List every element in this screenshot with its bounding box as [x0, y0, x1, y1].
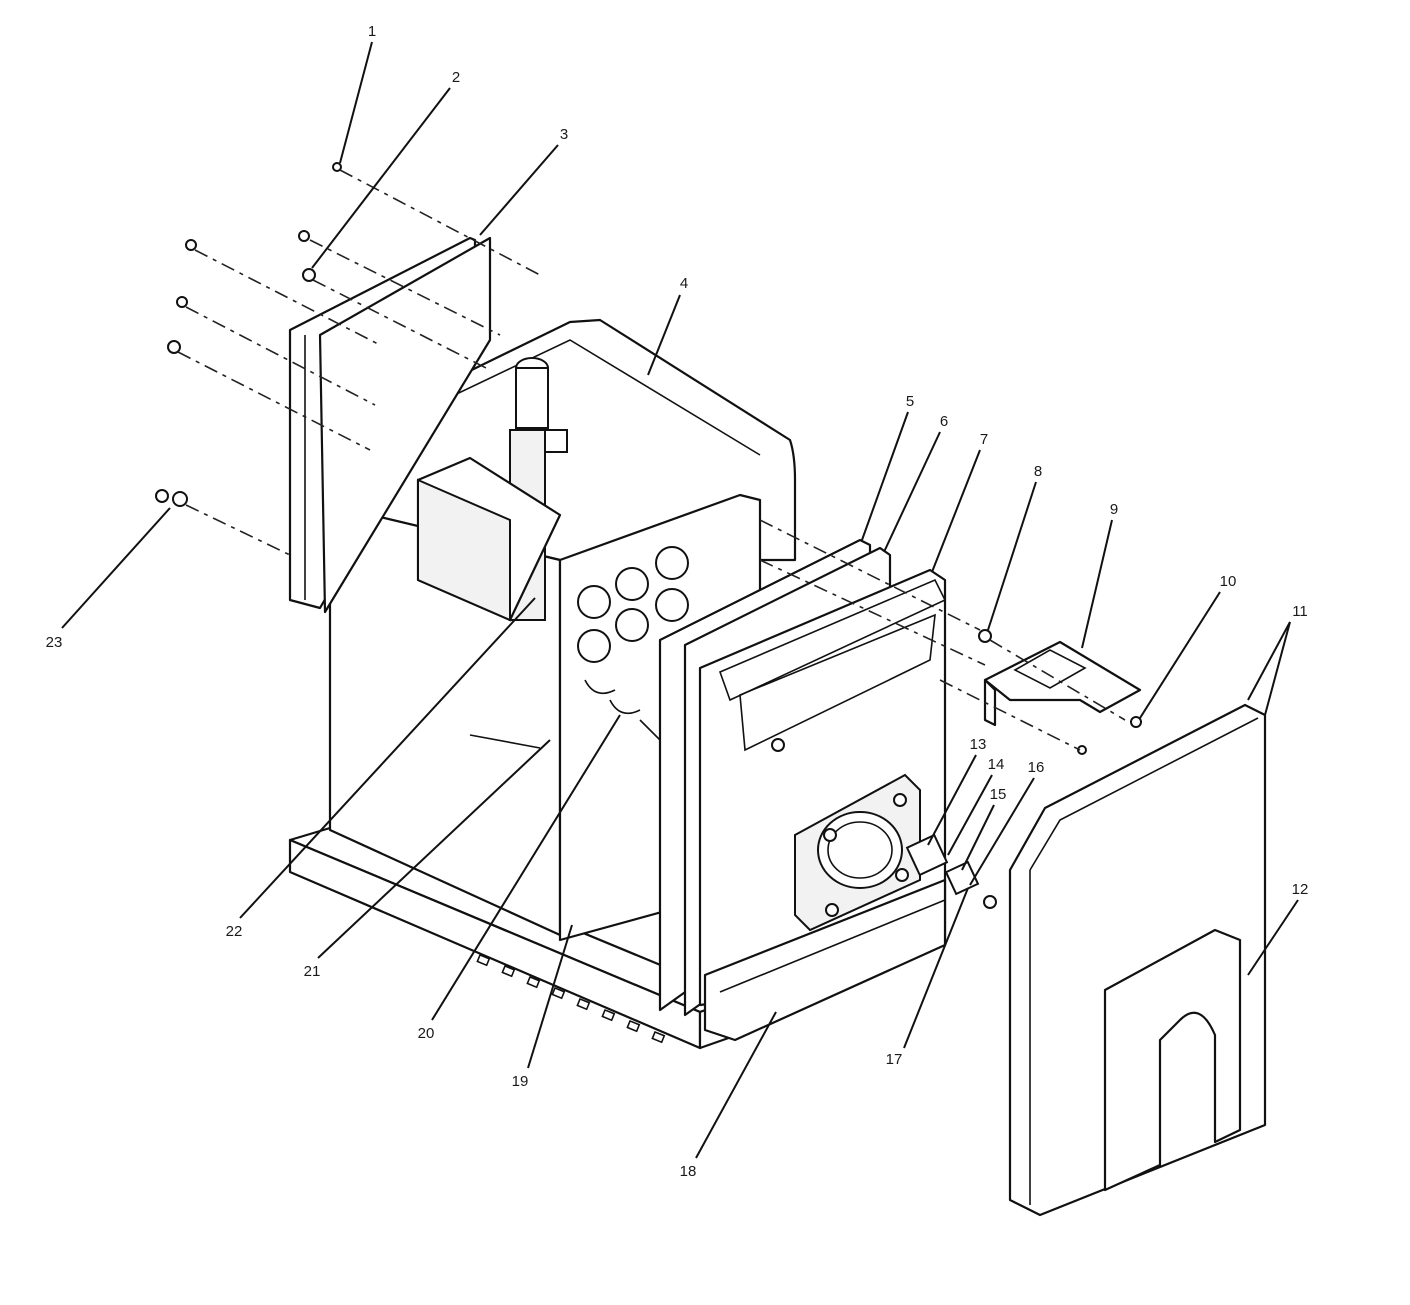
callout-4: 4 [680, 275, 688, 292]
callout-15: 15 [990, 786, 1007, 803]
bottom-front-rail [703, 878, 947, 1042]
callout-2: 2 [452, 69, 460, 86]
callout-9: 9 [1110, 501, 1118, 518]
burner-mounting-plate [794, 773, 921, 932]
outer-jacket-panel [1008, 703, 1267, 1217]
rear-side-panel [288, 236, 492, 614]
port-openings [577, 546, 689, 663]
callout-11: 11 [1292, 603, 1308, 620]
leader-lines [61, 41, 1299, 1159]
callout-21: 21 [304, 963, 321, 980]
boiler-body [328, 318, 797, 937]
top-bracket [983, 640, 1142, 727]
callout-17: 17 [886, 1051, 903, 1068]
fasteners [155, 162, 1142, 909]
callout-10: 10 [1220, 573, 1237, 590]
callout-14: 14 [988, 756, 1005, 773]
callout-18: 18 [680, 1163, 697, 1180]
callout-1: 1 [368, 23, 376, 40]
callout-23: 23 [46, 634, 63, 651]
callout-8: 8 [1034, 463, 1042, 480]
callout-22: 22 [226, 923, 243, 940]
callout-3: 3 [560, 126, 568, 143]
callout-16: 16 [1028, 759, 1045, 776]
callout-13: 13 [970, 736, 987, 753]
callout-19: 19 [512, 1073, 529, 1090]
callout-12: 12 [1292, 881, 1309, 898]
assembly-lines [177, 169, 1126, 751]
callout-5: 5 [906, 393, 914, 410]
callout-labels: 1 2 3 4 5 6 7 8 9 10 11 12 13 14 15 16 1… [46, 23, 1309, 1180]
callout-20: 20 [418, 1025, 435, 1042]
callout-6: 6 [940, 413, 948, 430]
callout-7: 7 [980, 431, 988, 448]
